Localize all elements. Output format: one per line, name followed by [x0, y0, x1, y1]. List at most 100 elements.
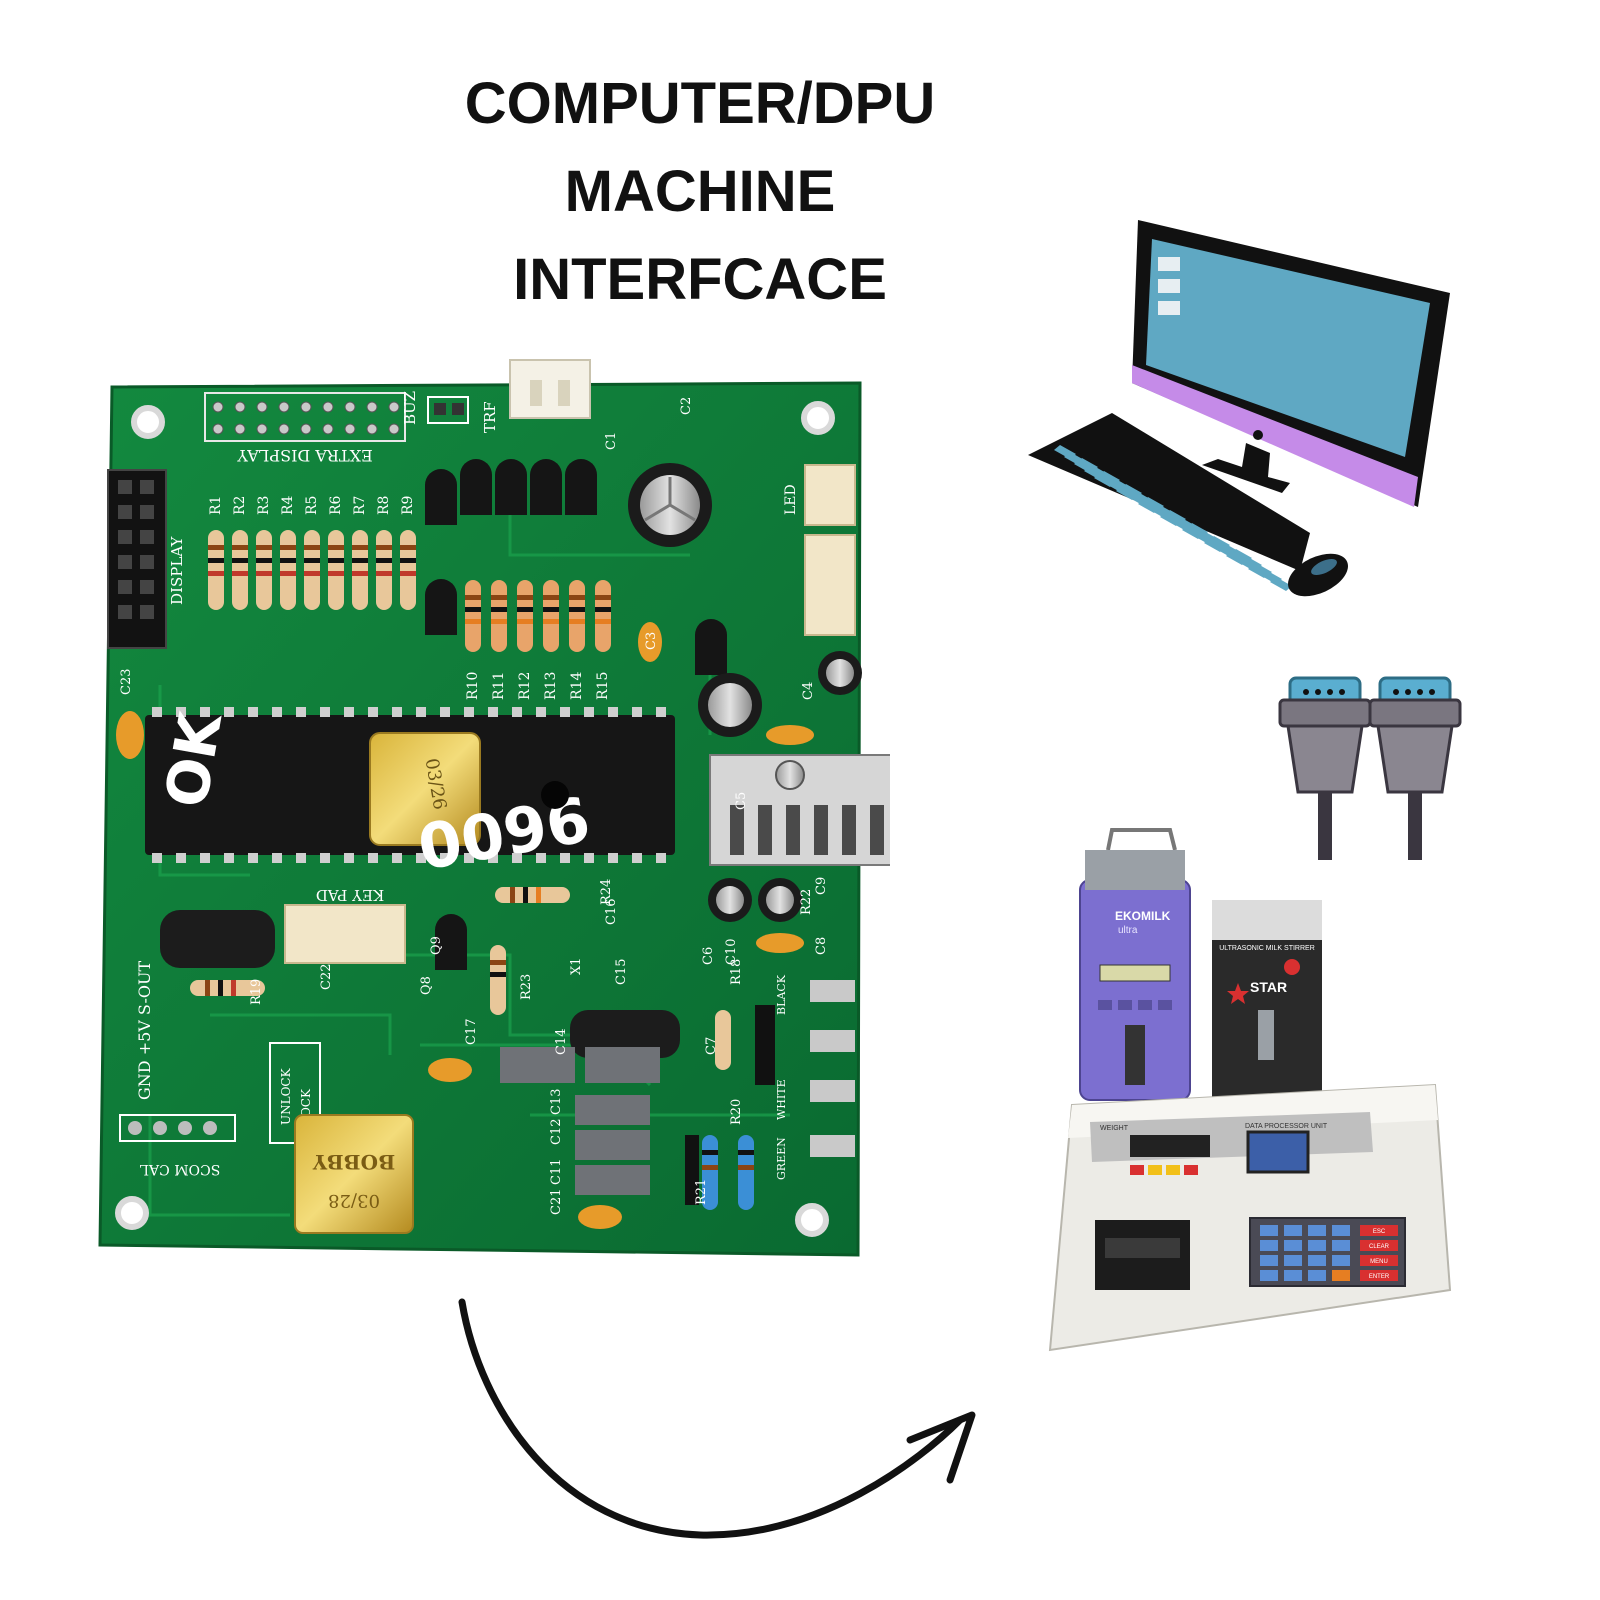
silk-r8: R8: [376, 496, 392, 515]
silk-c5: C5: [734, 792, 749, 810]
silk-r9: R9: [400, 496, 416, 515]
silk-c9: C9: [814, 877, 829, 895]
chip-pin: [440, 707, 450, 717]
silk-key-pad: KEY PAD: [316, 886, 384, 904]
dpu-keypad-key: [1284, 1225, 1302, 1236]
chip-pin: [176, 853, 186, 863]
computer-icon: [1028, 220, 1450, 597]
chip-pin: [392, 707, 402, 717]
silk-buz: BUZ: [401, 391, 419, 425]
silk-extra-display: EXTRA DISPLAY: [237, 446, 373, 465]
chip-pin: [200, 853, 210, 863]
chip-pin: [320, 853, 330, 863]
silk-c23: C23: [119, 669, 134, 696]
chip-pin: [608, 853, 618, 863]
chip-pin: [656, 853, 666, 863]
dpu-keypad-key: [1332, 1270, 1350, 1281]
silk-c15: C15: [614, 959, 629, 986]
silk-trf: TRF: [481, 401, 499, 433]
chip-pin: [296, 707, 306, 717]
dpu-weight-label: WEIGHT: [1100, 1125, 1129, 1132]
chip-pin: [272, 853, 282, 863]
keyboard-key: [1270, 577, 1292, 591]
chip-pin: [200, 707, 210, 717]
title-line-2: MACHINE: [564, 159, 836, 224]
silk-c1: C1: [604, 432, 619, 450]
silk-r14: R14: [569, 672, 585, 700]
silk-r6: R6: [328, 495, 344, 515]
chip-pin: [608, 707, 618, 717]
resistor-r14: R14: [569, 580, 585, 700]
silk-black: BLACK: [775, 974, 788, 1015]
resistor-r11: R11: [491, 580, 507, 700]
chip-pin: [368, 707, 378, 717]
resistor-r2: R2: [232, 496, 248, 610]
silk-r2: R2: [232, 496, 248, 515]
chip-pin: [656, 707, 666, 717]
dpu-keypad-key: [1332, 1240, 1350, 1251]
chip-pin: [464, 853, 474, 863]
silk-display: DISPLAY: [168, 535, 186, 605]
serial-cable-icon: [1278, 676, 1462, 860]
resistor-r5: R5: [304, 496, 320, 610]
dpu-keypad-key: [1260, 1270, 1278, 1281]
dpu-keypad-key: [1284, 1255, 1302, 1266]
chip-pin: [272, 707, 282, 717]
seal-date: 03/28: [328, 1190, 380, 1211]
chip-pin: [416, 707, 426, 717]
chip-pin: [512, 853, 522, 863]
silk-c17: C17: [464, 1019, 479, 1046]
silk-r19: R19: [249, 979, 264, 1005]
silk-c21: C21: [549, 1189, 564, 1216]
silk-r15: R15: [595, 672, 611, 700]
page-title: COMPUTER/DPU MACHINE INTERFCACE: [340, 60, 1060, 324]
silk-c7: C7: [704, 1037, 719, 1055]
analyzer-model: ultra: [1118, 925, 1138, 936]
silk-led: LED: [783, 484, 799, 515]
dpu-keypad-key: [1284, 1270, 1302, 1281]
silk-r5: R5: [304, 496, 320, 515]
chip-pin: [632, 707, 642, 717]
silk-c14: C14: [554, 1029, 569, 1056]
stirrer-caption: ULTRASONIC MILK STIRRER: [1219, 945, 1315, 952]
dpu-key-esc: ESC: [1373, 1229, 1386, 1235]
chip-pin: [248, 853, 258, 863]
connection-arrow-icon: [458, 1298, 976, 1539]
dpu-keypad-key: [1332, 1255, 1350, 1266]
silk-r23: R23: [519, 974, 534, 1000]
silk-c2: C2: [679, 397, 694, 415]
chip-pin: [344, 707, 354, 717]
chip-pin: [224, 853, 234, 863]
chip-pin: [440, 853, 450, 863]
silk-q8: Q8: [419, 976, 434, 995]
silk-c12: C12: [549, 1119, 564, 1146]
chip-pin: [488, 853, 498, 863]
silk-r22: R22: [799, 889, 814, 915]
interface-board-image: EXTRA DISPLAY BUZ TRF DISPLAY R1 R2 R3 R4 R5…: [98, 359, 890, 1257]
resistor-r10: R10: [465, 580, 481, 700]
silk-x1: X1: [569, 957, 584, 975]
title-line-3: INTERFCACE: [513, 247, 887, 312]
silk-r7: R7: [352, 496, 368, 515]
resistor-r3: R3: [256, 496, 272, 610]
milk-analyzer-dpu-image: EKOMILK ultra ULTRASONIC MILK STIRRER ST…: [1048, 828, 1452, 1352]
analyzer-brand: EKOMILK: [1115, 909, 1171, 923]
chip-pin: [320, 707, 330, 717]
chip-pin: [416, 853, 426, 863]
silk-r20: R20: [729, 1099, 744, 1125]
resistor-r4: R4: [280, 495, 296, 610]
silk-r1: R1: [208, 496, 224, 515]
dpu-keypad-key: [1308, 1255, 1326, 1266]
chip-pin: [536, 707, 546, 717]
chip-pin: [392, 853, 402, 863]
chip-pin: [560, 707, 570, 717]
silk-r4: R4: [280, 495, 296, 515]
resistor-r8: R8: [376, 496, 392, 610]
chip-pin: [368, 853, 378, 863]
resistor-r9: R9: [400, 496, 416, 610]
silk-green: GREEN: [775, 1137, 788, 1180]
dpu-keypad-key: [1308, 1225, 1326, 1236]
chip-pin: [464, 707, 474, 717]
silk-c6: C6: [701, 947, 716, 965]
silk-c4: C4: [801, 682, 816, 700]
